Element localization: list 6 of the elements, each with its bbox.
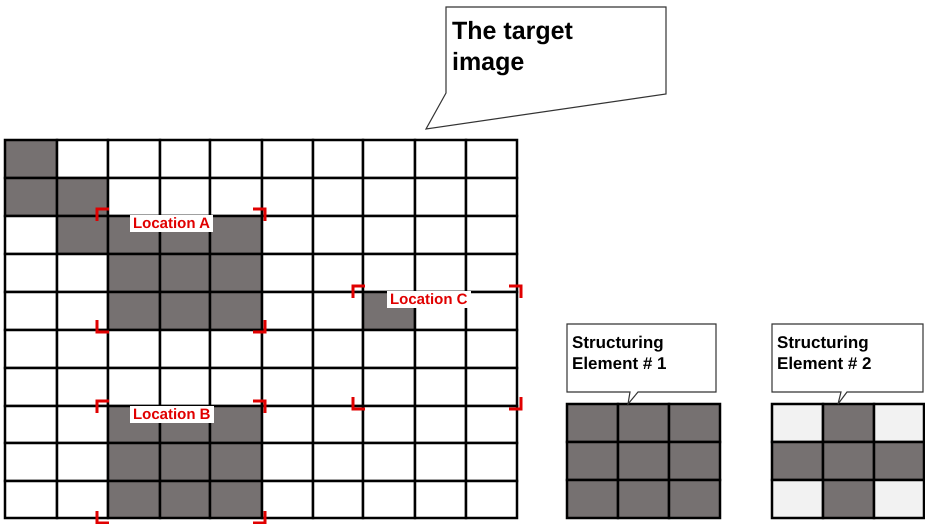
location-label: Location C — [387, 291, 470, 308]
callout-text: The target image — [452, 16, 574, 78]
callout-text: Structuring Element # 1 — [572, 332, 668, 374]
callout-text: Structuring Element # 2 — [777, 332, 872, 374]
location-label: Location A — [130, 215, 213, 232]
location-label: Location B — [130, 406, 214, 424]
